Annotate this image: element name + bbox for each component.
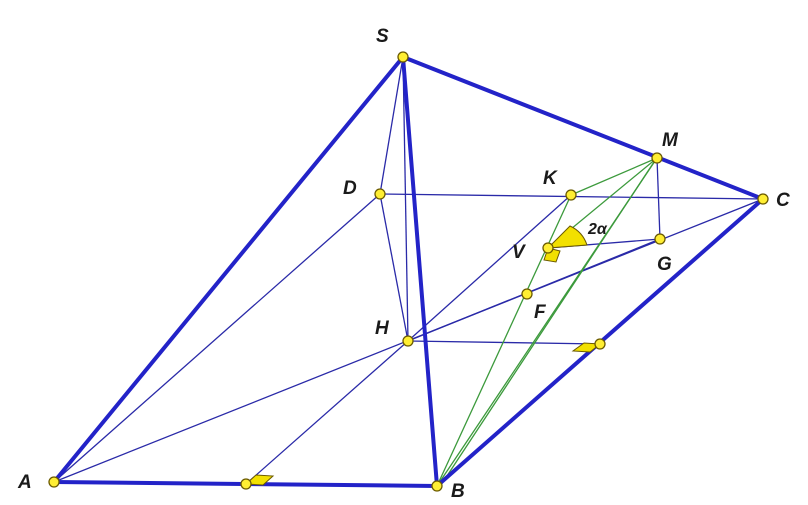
line-D-H xyxy=(379,193,409,342)
labels: S A B C D M K V G F H 2α xyxy=(17,26,790,502)
right-angle-mark-BC xyxy=(571,342,602,353)
line-K-B xyxy=(436,194,572,487)
point-D xyxy=(374,188,386,200)
line-H-perp-AB xyxy=(245,340,409,485)
point-M xyxy=(651,152,663,164)
label-A: A xyxy=(17,472,32,493)
edge-S-C xyxy=(401,55,765,201)
points xyxy=(48,51,769,492)
right-angle-markers xyxy=(244,247,602,486)
right-angle-mark-AB xyxy=(244,474,275,486)
point-perp-foot-BC xyxy=(594,338,606,350)
line-M-B-2 xyxy=(440,161,655,486)
point-V xyxy=(542,242,554,254)
line-M-G xyxy=(656,157,661,240)
label-F: F xyxy=(534,302,547,323)
label-D: D xyxy=(343,178,357,199)
line-A-D xyxy=(53,193,381,483)
edge-S-B xyxy=(401,55,439,488)
green-lines xyxy=(436,157,764,487)
label-B: B xyxy=(451,481,465,502)
line-H-perp-BC xyxy=(407,340,601,345)
point-C xyxy=(757,193,769,205)
label-M: M xyxy=(662,130,679,151)
line-S-D xyxy=(379,56,404,195)
point-K xyxy=(565,189,577,201)
line-H-K xyxy=(407,194,572,342)
angle-label-2alpha: 2α xyxy=(587,221,608,238)
label-C: C xyxy=(776,190,790,211)
label-G: G xyxy=(657,254,672,275)
point-H xyxy=(402,335,414,347)
label-H: H xyxy=(375,318,390,339)
label-V: V xyxy=(512,242,526,263)
label-S: S xyxy=(376,26,389,47)
angle-2alpha-sector xyxy=(546,225,588,249)
point-S xyxy=(397,51,409,63)
line-M-K xyxy=(570,157,658,196)
point-G xyxy=(654,233,666,245)
line-H-G xyxy=(407,238,661,342)
edge-S-A xyxy=(52,55,405,484)
point-B xyxy=(431,480,443,492)
point-F xyxy=(521,288,533,300)
label-K: K xyxy=(543,168,558,189)
point-perp-foot-AB xyxy=(240,478,252,490)
point-A xyxy=(48,476,60,488)
line-S-H xyxy=(402,56,409,342)
